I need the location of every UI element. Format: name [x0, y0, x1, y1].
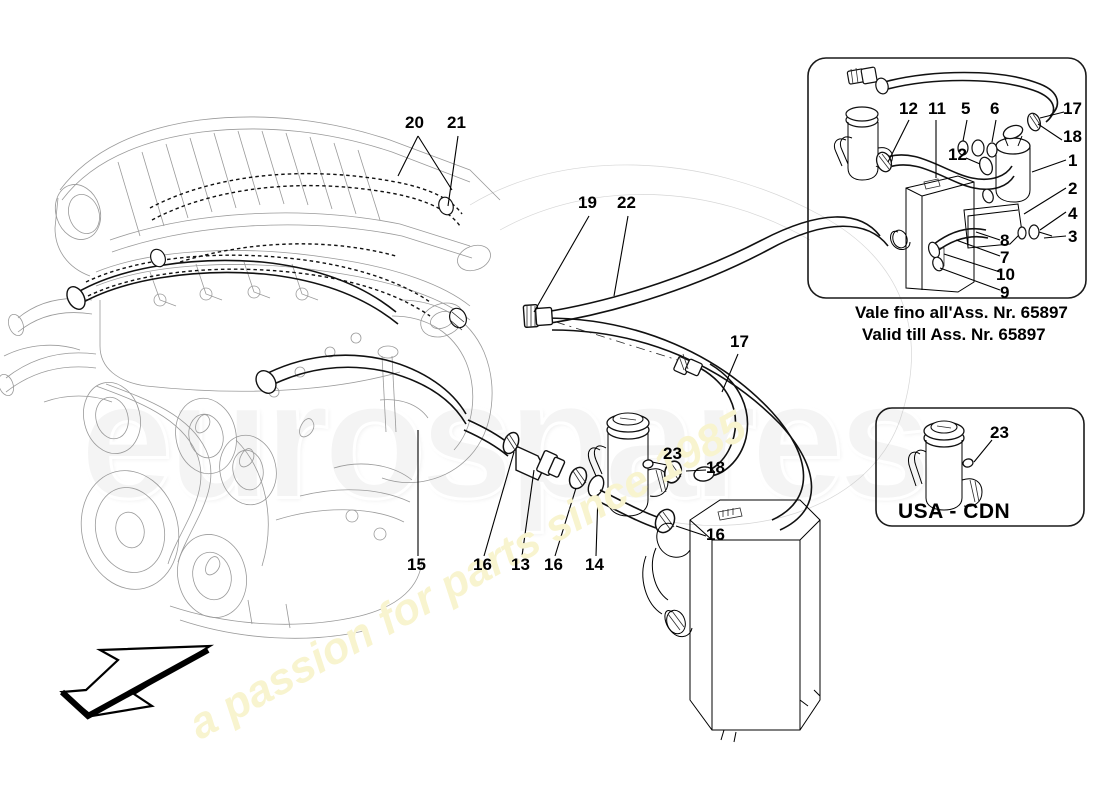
- inset-callout-6: 6: [990, 99, 1000, 118]
- inset-callout-1: 1: [1068, 151, 1078, 170]
- callout-18: 18: [706, 458, 725, 477]
- inset-callout-8: 8: [1000, 231, 1010, 250]
- inset-superseded-variant: [807, 57, 1087, 299]
- long-blowby-pipes: [522, 216, 889, 531]
- inset-callout-11: 11: [928, 99, 946, 118]
- inset-callout-12-b: 12: [948, 145, 967, 164]
- inset-caption-italian: Vale fino all'Ass. Nr. 65897: [855, 303, 1068, 322]
- oil-tank: [642, 499, 821, 743]
- oil-filler-neck: [587, 412, 669, 517]
- inset-callout-3: 3: [1068, 227, 1078, 246]
- callout-16-a: 16: [473, 555, 492, 574]
- inset-callout-17: 17: [1063, 99, 1082, 118]
- inset-caption-english: Valid till Ass. Nr. 65897: [862, 325, 1046, 344]
- callout-17: 17: [730, 332, 749, 351]
- forward-direction-arrow: [59, 644, 215, 720]
- hose-fitting-17: [673, 353, 703, 377]
- inset-callout-5: 5: [961, 99, 971, 118]
- callout-13: 13: [511, 555, 530, 574]
- pcv-valve-13: [515, 444, 566, 481]
- usa-cdn-caption: USA - CDN: [898, 500, 1011, 523]
- callout-16-b: 16: [544, 555, 563, 574]
- callout-23: 23: [663, 444, 682, 463]
- callout-20: 20: [405, 113, 424, 132]
- inset-callout-12-a: 12: [899, 99, 918, 118]
- inset-callout-9: 9: [1000, 283, 1010, 302]
- blowby-hose-network: [66, 172, 467, 425]
- callout-leader-lines: [397, 135, 739, 557]
- hose-union-19: [522, 303, 554, 329]
- inset-callout-7: 7: [1000, 248, 1010, 267]
- inset-callout-18: 18: [1063, 127, 1082, 146]
- oil-filler-and-fittings: [463, 412, 683, 534]
- inset-callout-2: 2: [1068, 179, 1078, 198]
- usa-inset-callout-23: 23: [990, 423, 1009, 442]
- callout-22: 22: [617, 193, 636, 212]
- inset-usa-cdn-variant: [875, 407, 1085, 527]
- inset-callout-4: 4: [1068, 204, 1078, 223]
- callout-19: 19: [578, 193, 597, 212]
- engine-block-drawing: [0, 116, 501, 639]
- callout-16-tank: 16: [706, 525, 725, 544]
- callout-14: 14: [585, 555, 604, 574]
- callout-21: 21: [447, 113, 466, 132]
- inset-callout-10: 10: [996, 265, 1015, 284]
- callout-15: 15: [407, 555, 426, 574]
